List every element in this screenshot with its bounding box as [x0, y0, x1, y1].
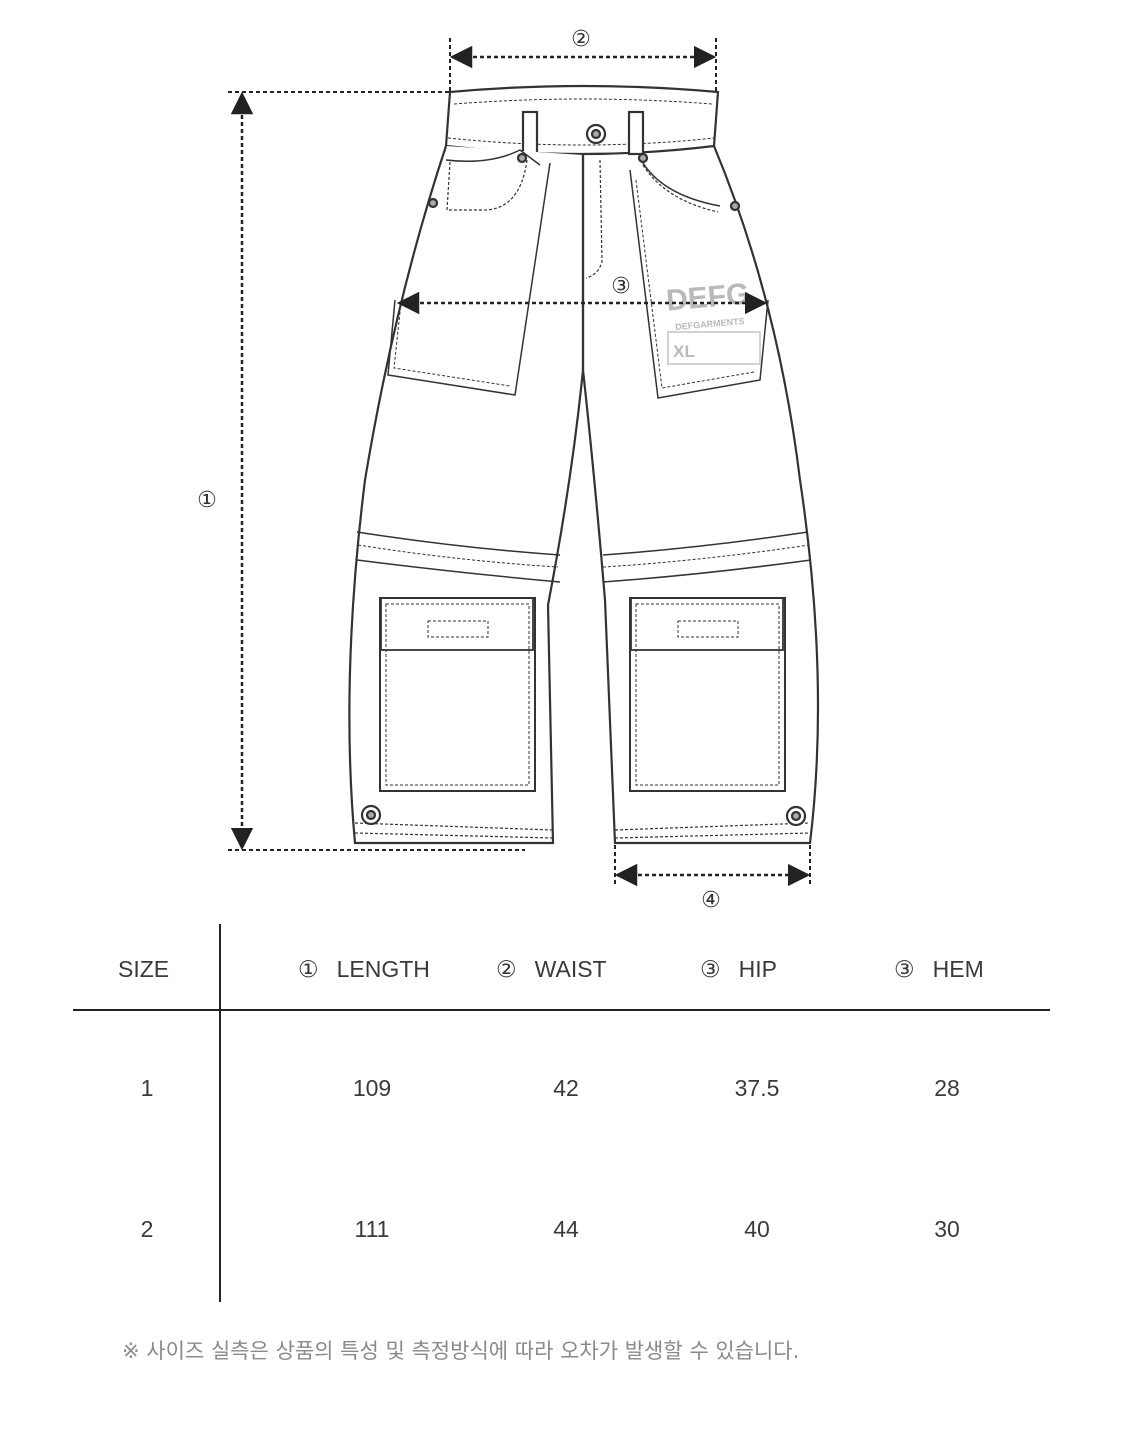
row-2-hem: 30 — [934, 1216, 960, 1242]
row-1-hem: 28 — [934, 1075, 960, 1101]
length-marker-label: ① — [298, 957, 319, 983]
header-length: ① LENGTH — [298, 956, 430, 983]
pants-outline — [348, 84, 820, 845]
length-label: LENGTH — [336, 956, 430, 982]
brand-print: DEFG DEFGARMENTS XL — [665, 277, 761, 365]
row-2-length: 111 — [354, 1216, 390, 1242]
table-vertical-divider — [219, 924, 221, 1302]
hem-label: HEM — [932, 956, 984, 982]
waist-marker-label: ② — [496, 957, 517, 983]
hem-marker-label: ③ — [894, 957, 915, 983]
row-2-size: 2 — [140, 1216, 154, 1242]
row-1-length: 109 — [352, 1075, 392, 1101]
waist-label: WAIST — [534, 956, 607, 982]
table-header-divider — [73, 1009, 1050, 1011]
length-marker: ① — [197, 488, 217, 513]
pants-diagram: ② ① — [197, 27, 820, 913]
size-header: SIZE — [118, 956, 170, 982]
hem-dimension: ④ — [614, 845, 811, 913]
header-hem: ③ HEM — [894, 956, 984, 983]
length-dimension: ① — [197, 91, 525, 851]
hip-marker: ③ — [611, 274, 631, 299]
row-2-waist: 44 — [553, 1216, 579, 1242]
header-waist: ② WAIST — [496, 956, 607, 983]
waist-dimension: ② — [449, 27, 717, 92]
hip-marker-label: ③ — [700, 957, 721, 983]
hip-label: HIP — [738, 956, 777, 982]
row-2-hip: 40 — [744, 1216, 770, 1242]
brand-logo: DEFG — [665, 277, 751, 317]
waist-marker: ② — [571, 27, 591, 52]
measurement-note: ※ 사이즈 실측은 상품의 특성 및 측정방식에 따라 오차가 발생할 수 있습… — [122, 1339, 800, 1363]
header-hip: ③ HIP — [700, 956, 777, 983]
size-table: SIZE ① LENGTH ② WAIST ③ HIP ③ HEM 1 109 42 3… — [0, 920, 1125, 1320]
brand-tag-size: XL — [673, 342, 695, 361]
row-1-hip: 37.5 — [734, 1075, 780, 1101]
hip-dimension: ③ — [396, 270, 768, 315]
row-1-waist: 42 — [553, 1075, 579, 1101]
hem-marker: ④ — [701, 888, 721, 913]
brand-subtitle: DEFGARMENTS — [675, 316, 745, 332]
row-1-size: 1 — [140, 1075, 154, 1101]
